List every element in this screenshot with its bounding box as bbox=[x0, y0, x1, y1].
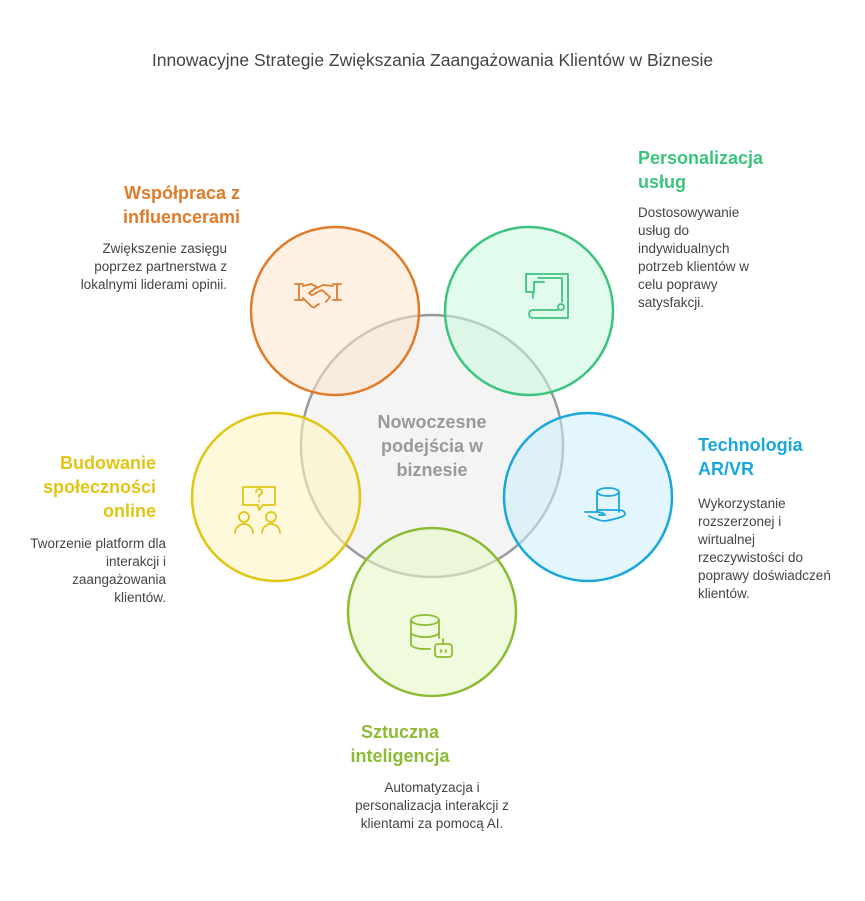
database-robot-icon bbox=[410, 614, 453, 658]
item-title-personalization: Personalizacja usług bbox=[638, 148, 764, 192]
item-desc-arvr: Wykorzystanie rozszerzonej i wirtualnej … bbox=[698, 496, 831, 601]
item-title-arvr: Technologia AR/VR bbox=[698, 435, 803, 479]
circle-ai bbox=[346, 526, 518, 698]
hand-cylinder-icon bbox=[584, 487, 626, 522]
item-desc-community: Tworzenie platform dla interakcji i zaan… bbox=[30, 536, 166, 605]
item-title-community: Budowanie społeczności online bbox=[42, 453, 156, 521]
item-title-ai: Sztuczna inteligencja bbox=[350, 722, 450, 766]
community-chat-icon bbox=[234, 486, 281, 534]
item-desc-personalization: Dostosowywanie usług do indywidualnych p… bbox=[638, 205, 750, 310]
item-desc-ai: Automatyzacja i personalizacja interakcj… bbox=[355, 780, 509, 831]
circle-personalization bbox=[443, 225, 615, 397]
center-label: Nowoczesne podejścia w biznesie bbox=[377, 412, 487, 480]
item-desc-influencers: Zwiększenie zasięgu poprzez partnerstwa … bbox=[80, 241, 227, 292]
handshake-icon bbox=[294, 283, 342, 309]
circle-community bbox=[190, 411, 362, 583]
item-title-influencers: Współpraca z influencerami bbox=[122, 183, 240, 227]
sewing-machine-icon bbox=[525, 273, 569, 319]
diagram-title: Innowacyjne Strategie Zwiększania Zaanga… bbox=[151, 50, 714, 70]
circle-arvr bbox=[502, 411, 674, 583]
circle-influencers bbox=[249, 225, 421, 397]
